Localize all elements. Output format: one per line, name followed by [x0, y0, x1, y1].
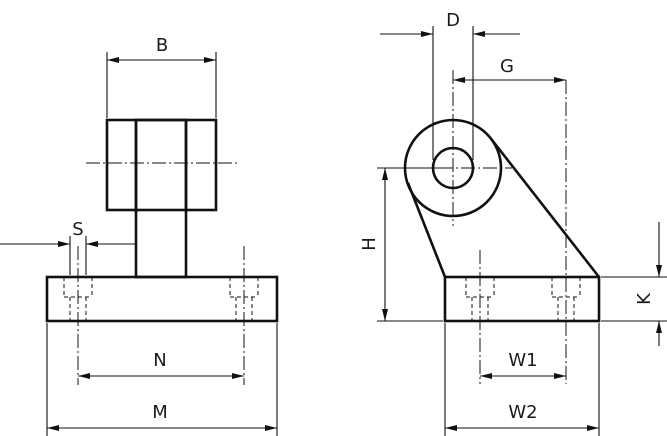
front-clevis-block — [105, 118, 218, 212]
side-web-left — [406, 182, 447, 278]
front-view: B S N M — [0, 35, 279, 436]
dimension-G: G — [453, 56, 566, 83]
dimension-H: H — [359, 167, 452, 322]
label-W2: W2 — [508, 402, 537, 423]
dimension-B: B — [106, 35, 217, 118]
label-H: H — [359, 237, 380, 251]
front-stem — [134, 118, 188, 279]
label-S: S — [72, 219, 83, 240]
dimension-D: D — [380, 10, 520, 160]
front-right-hole — [229, 246, 259, 385]
dimension-W1: W1 — [480, 350, 566, 379]
dimension-W2: W2 — [444, 323, 600, 436]
label-N: N — [153, 350, 166, 371]
label-B: B — [156, 35, 168, 56]
dimension-N: N — [78, 350, 244, 379]
side-left-hole — [465, 250, 495, 384]
label-K: K — [634, 292, 655, 305]
front-left-hole — [63, 246, 93, 385]
label-M: M — [152, 402, 168, 423]
side-right-hole — [551, 80, 581, 384]
side-web-right — [490, 139, 601, 278]
label-W1: W1 — [508, 350, 537, 371]
dimension-K: K — [601, 222, 667, 346]
label-G: G — [500, 56, 514, 77]
dimension-S: S — [0, 219, 135, 275]
side-view: D G H K — [359, 10, 667, 436]
front-base-plate — [45, 275, 279, 323]
label-D: D — [446, 10, 460, 31]
side-base-plate — [443, 275, 601, 323]
dimension-M: M — [46, 323, 278, 436]
